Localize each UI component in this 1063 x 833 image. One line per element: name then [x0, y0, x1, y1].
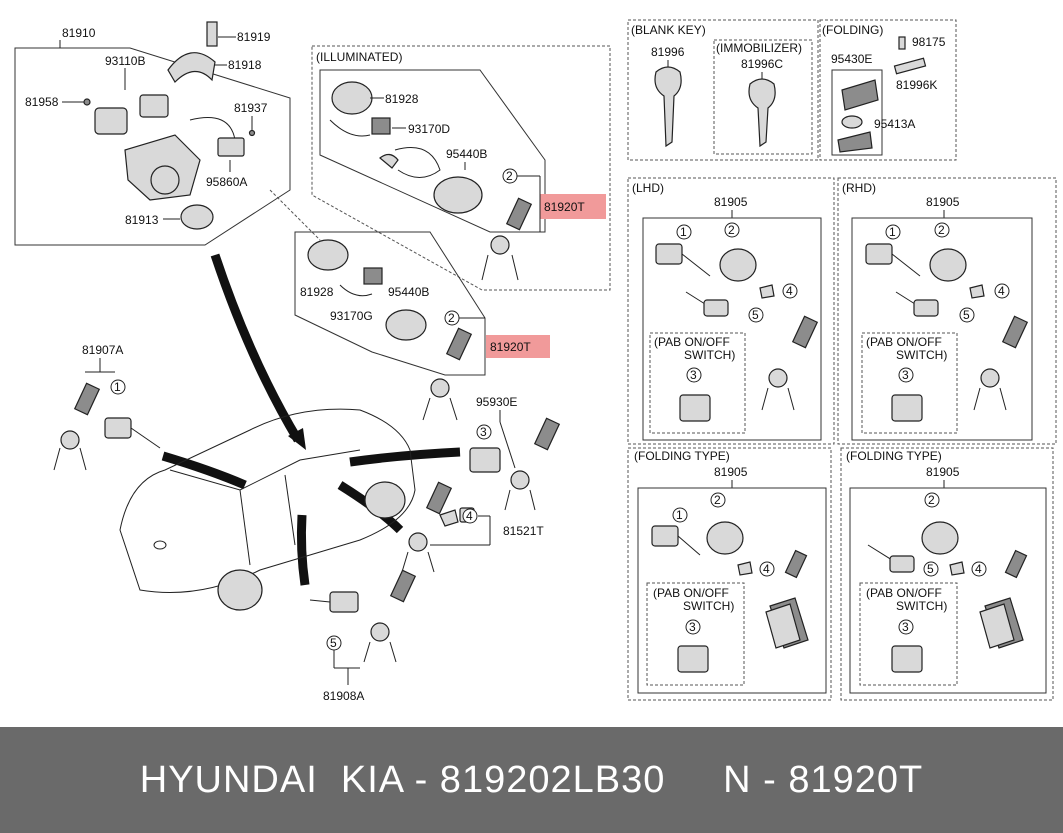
label-81920T-a: 81920T: [544, 200, 585, 214]
assembly-81928: 81928 93170G 95440B 2 81920T: [294, 231, 550, 421]
label-98175: 98175: [912, 35, 946, 49]
label-81996: 81996: [651, 45, 685, 59]
vehicle-illustration: [119, 408, 416, 611]
n2-b: 2: [938, 223, 945, 237]
label-blank-key: (BLANK KEY): [631, 23, 706, 37]
label-2-b: 2: [448, 311, 455, 325]
n3-d: 3: [902, 620, 909, 634]
n1-c: 1: [676, 508, 683, 522]
label-81996K: 81996K: [896, 78, 937, 92]
n2-a: 2: [728, 223, 735, 237]
footer-text: HYUNDAI KIA - 819202LB30 N - 81920T: [139, 759, 924, 801]
label-81913: 81913: [125, 213, 159, 227]
n5-b: 5: [963, 308, 970, 322]
label-81907A: 81907A: [82, 343, 123, 357]
label-5-a: 5: [330, 636, 337, 650]
label-rhd: (RHD): [842, 181, 876, 195]
pab-d2: SWITCH): [896, 599, 947, 613]
label-81905-c: 81905: [714, 465, 748, 479]
n3-a: 3: [690, 368, 697, 382]
group-81908A: 5 81908A: [309, 569, 417, 703]
folding-type-rhd-group: (FOLDING TYPE) 81905 2 5 4 (PAB ON/OFF S…: [840, 447, 1054, 701]
folding-type-lhd-group: (FOLDING TYPE) 81905 1 2 4 (PAB ON/OFF S…: [627, 447, 832, 701]
lhd-group: (LHD) 81905 1 2 4 5 (PAB ON/OFF SWITCH) …: [627, 177, 835, 445]
n4-a: 4: [786, 284, 793, 298]
label-95440B-a: 95440B: [446, 147, 487, 161]
pab-a1: (PAB ON/OFF: [654, 335, 730, 349]
pab-a2: SWITCH): [684, 348, 735, 362]
label-93170D: 93170D: [408, 122, 450, 136]
n5-d: 5: [927, 562, 934, 576]
label-81928-a: 81928: [385, 92, 419, 106]
label-lhd: (LHD): [632, 181, 664, 195]
highlight-81920T-b: [486, 335, 550, 358]
n2-c: 2: [714, 493, 721, 507]
n2-d: 2: [928, 493, 935, 507]
rhd-group: (RHD) 81905 1 2 4 5 (PAB ON/OFF SWITCH) …: [837, 177, 1057, 445]
n3-b: 3: [902, 368, 909, 382]
pab-b2: SWITCH): [896, 348, 947, 362]
blank-key-group: (BLANK KEY) 81996 (IMMOBILIZER) 81996C (…: [627, 19, 957, 161]
label-2-a: 2: [506, 169, 513, 183]
n1-a: 1: [680, 225, 687, 239]
label-81958: 81958: [25, 95, 59, 109]
label-81905-a: 81905: [714, 195, 748, 209]
label-81996C: 81996C: [741, 57, 783, 71]
label-immobilizer: (IMMOBILIZER): [716, 41, 802, 55]
n4-b: 4: [998, 284, 1005, 298]
pab-b1: (PAB ON/OFF: [866, 335, 942, 349]
assembly-81910: 81910 81919 93110B 81918 81958 81937 958…: [14, 21, 291, 246]
label-1-a: 1: [114, 380, 121, 394]
label-93110B: 93110B: [105, 54, 145, 68]
pab-d1: (PAB ON/OFF: [866, 586, 942, 600]
n4-d: 4: [975, 562, 982, 576]
label-81918: 81918: [228, 58, 262, 72]
n5-a: 5: [752, 308, 759, 322]
label-81908A: 81908A: [323, 689, 364, 703]
pab-c2: SWITCH): [683, 599, 734, 613]
group-95930E: 95930E 3: [469, 395, 561, 511]
label-folding-type-b: (FOLDING TYPE): [846, 449, 942, 463]
label-3-a: 3: [480, 425, 487, 439]
label-95440B-b: 95440B: [388, 285, 429, 299]
parts-diagram: 81910 81919 93110B 81918 81958 81937 958…: [14, 19, 1057, 703]
group-81907A: 81907A 1: [53, 343, 161, 471]
label-folding-type-a: (FOLDING TYPE): [634, 449, 730, 463]
label-95413A: 95413A: [874, 117, 915, 131]
group-81521T: 4 81521T: [401, 481, 544, 573]
label-95930E: 95930E: [476, 395, 517, 409]
label-81928-b: 81928: [300, 285, 334, 299]
label-81521T: 81521T: [503, 524, 544, 538]
label-95430E: 95430E: [831, 52, 872, 66]
label-illuminated: (ILLUMINATED): [316, 50, 402, 64]
label-folding: (FOLDING): [822, 23, 883, 37]
label-81905-b: 81905: [926, 195, 960, 209]
n1-b: 1: [889, 225, 896, 239]
label-81910: 81910: [62, 26, 96, 40]
n4-c: 4: [763, 562, 770, 576]
label-81905-d: 81905: [926, 465, 960, 479]
label-81919: 81919: [237, 30, 271, 44]
pab-c1: (PAB ON/OFF: [653, 586, 729, 600]
label-95860A: 95860A: [206, 175, 247, 189]
label-81937: 81937: [234, 101, 268, 115]
highlight-81920T-a: [540, 194, 606, 219]
label-93170G: 93170G: [330, 309, 373, 323]
part-number-footer: HYUNDAI KIA - 819202LB30 N - 81920T: [0, 727, 1063, 833]
label-81920T-b: 81920T: [490, 340, 531, 354]
label-4-a: 4: [466, 509, 473, 523]
illuminated-group: (ILLUMINATED) 81928 93170D 95440B 2 8192…: [311, 45, 611, 291]
n3-c: 3: [689, 620, 696, 634]
